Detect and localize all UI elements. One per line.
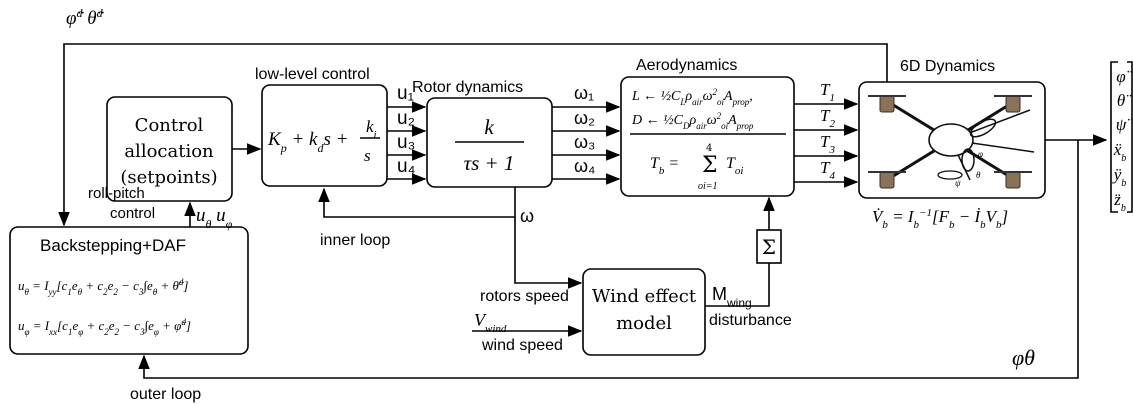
state-phi-ddot: φ̈ (1116, 67, 1132, 86)
wind-speed-label: wind speed (481, 337, 563, 354)
control-allocation-label-2: allocation (124, 141, 214, 162)
u4-label: u₄ (397, 156, 416, 177)
disturbance-line (705, 263, 770, 307)
w3-label: ω₃ (574, 132, 595, 152)
disturbance-label: disturbance (709, 312, 792, 329)
u-signals: u₁ u₂ u₃ u₄ (387, 83, 427, 185)
outer-loop-line (138, 140, 1079, 379)
rotor-tf-num: k (484, 115, 494, 139)
rotor-dynamics-title: Rotor dynamics (412, 79, 523, 96)
wind-model-label-2: model (616, 313, 672, 334)
eq-u-theta: uθ = Iyy[c1eθ + c2e2 − c3∫eθ + θ̈d] (18, 277, 188, 297)
T1-label: T1 (820, 80, 835, 104)
dynamics-equation: V̇b = Ib−1[Fb − İbVb] (872, 207, 1008, 231)
backstepping-box (9, 226, 249, 355)
state-z-ddot: z̈b (1113, 190, 1126, 214)
svg-text:θ: θ (976, 170, 981, 180)
u2-label: u₂ (397, 108, 415, 129)
svg-text:4: 4 (706, 143, 712, 154)
u3-label: u₃ (397, 132, 415, 153)
state-psi-ddot: ψ̈ (1116, 115, 1133, 134)
aerodynamics-title: Aerodynamics (636, 57, 737, 74)
control-allocation-label-3: (setpoints) (120, 167, 217, 188)
quadrotor-icon: φ θ ψ (868, 95, 1035, 189)
wind-model-label-1: Wind effect (592, 286, 697, 307)
low-level-control-box (261, 84, 388, 187)
six-d-title: 6D Dynamics (900, 58, 995, 75)
outer-loop-label: outer loop (130, 386, 201, 403)
inner-loop-label: inner loop (320, 232, 390, 249)
roll-pitch-label-1: roll-pitch (88, 185, 145, 202)
summation-symbol: Σ (762, 235, 776, 259)
low-level-title: low-level control (255, 66, 370, 83)
state-vector: φ̈ θ̈ ψ̈ ẍb ÿb z̈b (1110, 61, 1133, 214)
wind-effect-model-box (582, 268, 706, 356)
svg-text:oi=1: oi=1 (698, 181, 718, 192)
svg-text:φ: φ (978, 149, 983, 159)
backstepping-title: Backstepping+DAF (40, 236, 186, 255)
T2-label: T2 (820, 106, 835, 130)
w2-label: ω₂ (574, 108, 595, 128)
roll-pitch-label-2: control (110, 205, 155, 222)
pid-s: s (364, 146, 371, 165)
T3-label: T3 (820, 132, 835, 156)
svg-text:ψ: ψ (955, 178, 961, 188)
rotors-speed-label: rotors speed (480, 288, 569, 305)
aero-thrust-eq: Tb = (650, 155, 679, 177)
phi-theta-feedback: φθ (1012, 345, 1035, 370)
omega-label: ω (520, 206, 534, 226)
thrust-signals: T1 T2 T3 T4 (794, 80, 859, 188)
omega-signals: ω₁ ω₂ ω₃ ω₄ (552, 83, 621, 185)
control-allocation-label-1: Control (135, 115, 204, 136)
svg-text:Σ: Σ (702, 153, 718, 178)
pid-ki: ki (366, 117, 377, 141)
w4-label: ω₄ (574, 156, 595, 176)
inner-loop-line (318, 187, 516, 218)
reference-line (58, 43, 888, 227)
T4-label: T4 (820, 158, 835, 182)
state-y-ddot: ÿb (1112, 165, 1127, 189)
state-x-ddot: ẍb (1113, 140, 1127, 164)
w1-label: ω₁ (574, 83, 594, 103)
ref-phi-theta-ddot: φ̈d θ̈d (66, 6, 105, 29)
rotor-tf-den: τs + 1 (464, 151, 515, 175)
reference-label: φ̈d θ̈d (66, 6, 105, 29)
rotors-speed-line (514, 217, 583, 289)
eq-u-phi: uφ = Ixx[c1eφ + c2e2 − c3∫eφ + φ̈d] (18, 317, 191, 337)
state-theta-ddot: θ̈ (1117, 91, 1132, 110)
u1-label: u₁ (397, 83, 414, 104)
aerodynamics-box (620, 76, 795, 197)
